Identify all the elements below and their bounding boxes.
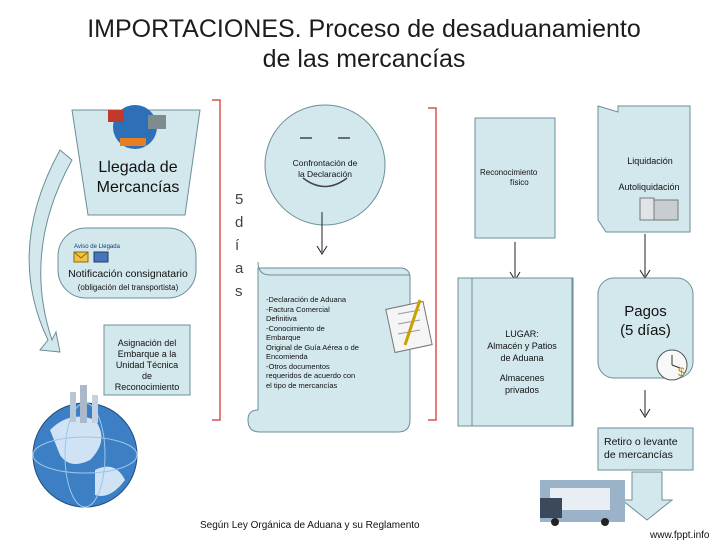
documentos-item: -Declaración de Aduana [266,295,347,304]
notificacion-label: Notificación consignatario [68,268,188,280]
notificacion-sub-label: (obligación del transportista) [77,283,179,292]
title-line-1: IMPORTACIONES. Proceso de desaduanamient… [87,15,641,43]
documentos-item: Encomienda [266,352,308,361]
almacenes-label: Almacenes privados [499,373,545,395]
documentos-list: -Declaración de Aduana -Factura Comercia… [266,295,391,390]
asignacion-shape [103,324,191,396]
documentos-item: -Conocimiento de [266,323,325,333]
llegada-shape [71,109,201,216]
retiro-arrow [620,471,674,521]
footer-source: Según Ley Orgánica de Aduana y su Reglam… [200,520,420,531]
checklist-icon [385,299,433,354]
asignacion-label: Asignación del Embarque a la Unidad Técn… [114,338,180,392]
notificacion-logo-text: Aviso de Llegada [74,244,120,250]
svg-text:$: $ [678,365,685,379]
envelope-icon [72,250,112,264]
documentos-item: -Factura Comercial [266,304,330,314]
confrontacion-shape [264,104,386,226]
confrontacion-label: Confrontación de la Declaración [292,158,358,179]
liquidacion-label: Liquidación [627,156,673,166]
documentos-item: Definitiva [266,314,297,323]
documentos-item: Original de Guía Aérea o de [266,342,359,352]
documentos-item: requeridos de acuerdo con [266,371,356,380]
pagos-label: Pagos (5 días) [620,303,671,339]
llegada-label: Llegada de Mercancías [96,159,180,196]
retiro-label: Retiro o levante de mercancías [604,436,678,461]
lugar-shape [457,277,574,427]
documentos-item: el tipo de mercancías [266,380,338,390]
documentos-item: Embarque [266,333,301,342]
partial-5-dias-text: 5 d í a s [235,191,244,300]
clock-money-icon: $ [656,349,688,381]
reconocimiento-shape [474,117,556,239]
lugar-label: LUGAR: Almacén y Patios de Aduana [487,329,557,363]
footer-credit: www.fppt.info [650,530,710,541]
page-title: IMPORTACIONES. Proceso de desaduanamient… [0,14,728,74]
curved-arrow-left [28,149,73,353]
autoliquidacion-label: Autoliquidación [618,182,680,192]
documentos-item: -Otros documentos [266,361,330,371]
reconocimiento-label: Reconocimiento físico [480,168,538,187]
bracket-right [428,107,437,421]
notificacion-shape [57,227,197,299]
title-line-2: de las mercancías [262,45,466,73]
globe-icon [32,385,138,508]
truck-icon [540,480,625,526]
computer-icon [639,197,679,221]
bracket-left [212,99,221,421]
documentos-scroll-shape [247,267,411,433]
shipping-collage-icon [108,105,166,149]
retiro-shape [597,427,694,471]
